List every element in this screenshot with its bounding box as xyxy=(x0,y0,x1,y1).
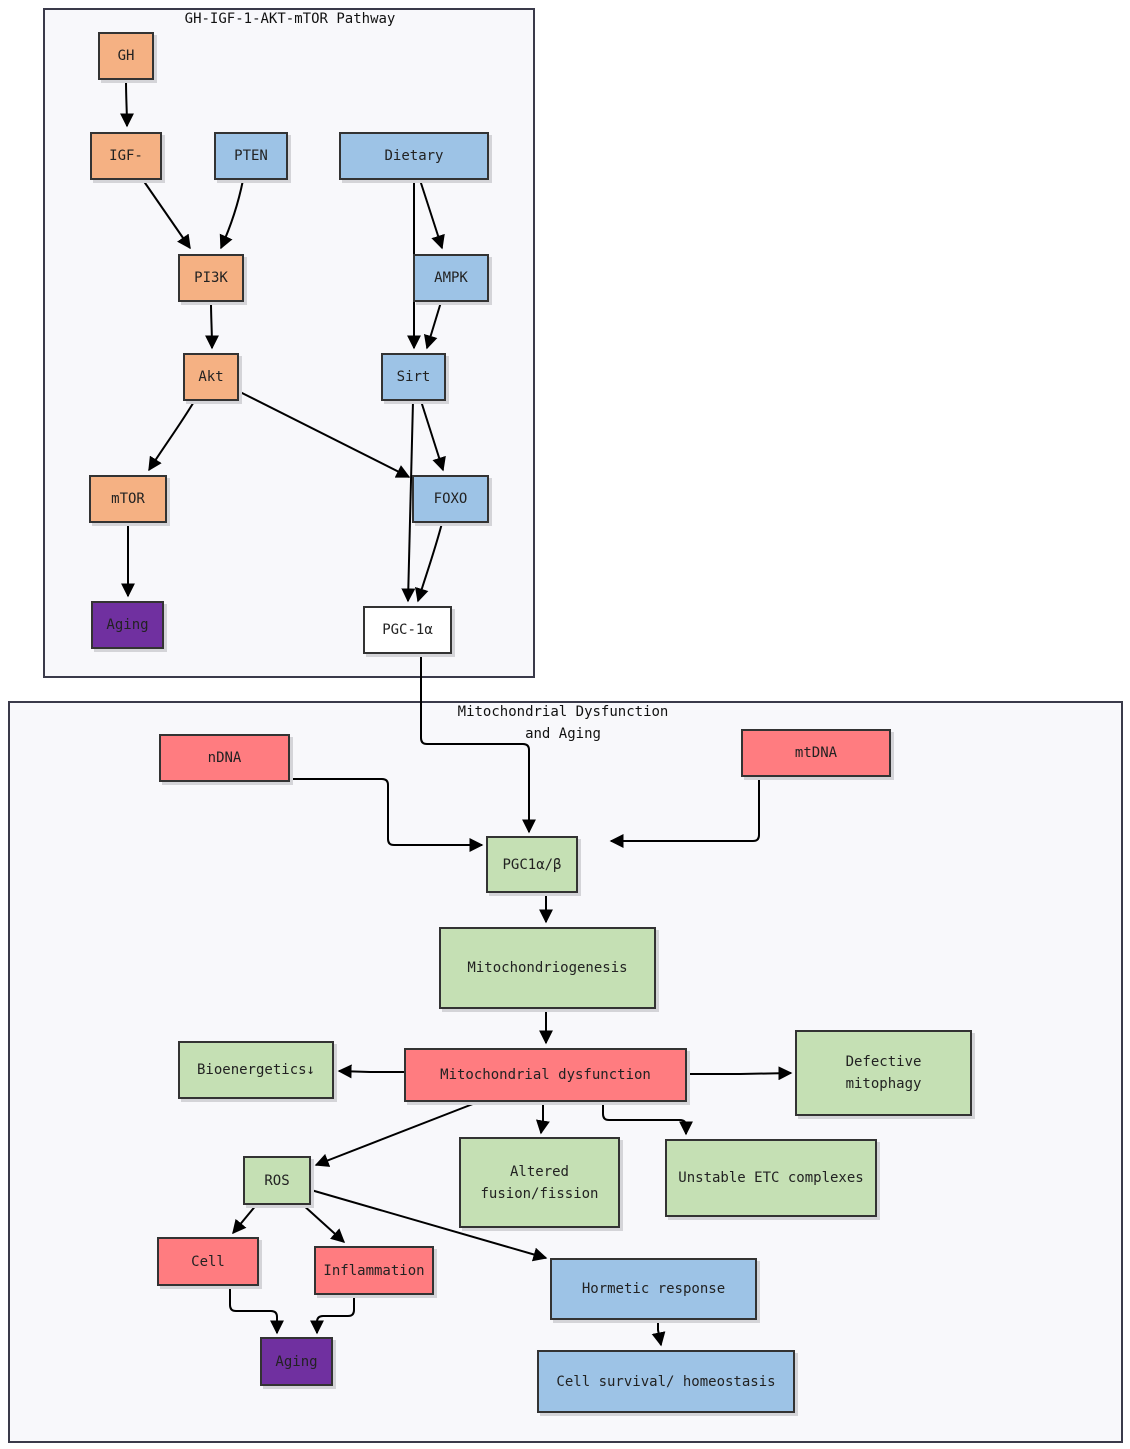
node-hormetic-response[interactable]: Hormetic response xyxy=(550,1258,757,1320)
edge-akt-mtor xyxy=(148,399,196,472)
node-cell[interactable]: Cell xyxy=(157,1237,259,1286)
cluster-title-top: GH-IGF-1-AKT-mTOR Pathway xyxy=(184,11,396,27)
node-altered-fusion-fission[interactable]: Altered fusion/fission xyxy=(459,1137,620,1228)
node-gh[interactable]: GH xyxy=(98,32,154,80)
node-pi3k[interactable]: PI3K xyxy=(178,254,244,302)
node-pgc1a[interactable]: PGC-1α xyxy=(363,606,452,654)
edge-ros-cell xyxy=(232,1203,258,1235)
edge-foxo-pgc1a xyxy=(415,522,443,603)
edge-ros-inflammation xyxy=(301,1203,346,1243)
cluster-title-bottom: Mitochondrial Dysfunction and Aging xyxy=(457,704,669,742)
node-foxo[interactable]: FOXO xyxy=(412,475,489,523)
edge-inflammation-aging xyxy=(310,1295,355,1335)
node-mitochondrial-dysfunction[interactable]: Mitochondrial dysfunction xyxy=(404,1048,687,1102)
node-akt[interactable]: Akt xyxy=(183,353,239,401)
node-sirt[interactable]: Sirt xyxy=(381,353,446,401)
edge-mtdna-pgc1ab xyxy=(609,777,760,848)
edge-cell-aging xyxy=(229,1286,284,1335)
edge-ampk-sirt xyxy=(423,301,442,350)
node-defective-mitophagy[interactable]: Defective mitophagy xyxy=(795,1030,972,1116)
node-ampk[interactable]: AMPK xyxy=(413,254,489,302)
edge-pgc1a-pgc1ab xyxy=(420,654,536,834)
edge-dysfunction-ros xyxy=(314,1101,479,1167)
node-inflammation[interactable]: Inflammation xyxy=(314,1246,434,1295)
node-mtor[interactable]: mTOR xyxy=(89,475,167,523)
edge-hormetic-survival xyxy=(651,1320,666,1347)
node-pgc1ab[interactable]: PGC1α/β xyxy=(486,836,578,893)
edge-dysfunction-bioenergetics xyxy=(337,1064,405,1079)
node-ndna[interactable]: nDNA xyxy=(159,734,290,782)
edge-sirt-pgc1a xyxy=(401,400,416,603)
edge-dietary-ampk xyxy=(419,179,445,250)
node-bioenergetics[interactable]: Bioenergetics↓ xyxy=(178,1041,334,1099)
node-aging-top[interactable]: Aging xyxy=(91,601,164,649)
node-dietary[interactable]: Dietary xyxy=(339,132,489,180)
edge-pten-pi3k xyxy=(219,179,244,250)
node-igf[interactable]: IGF- xyxy=(90,132,162,180)
node-mitochondriogenesis[interactable]: Mitochondriogenesis xyxy=(439,927,656,1009)
node-mtdna[interactable]: mtDNA xyxy=(741,729,891,777)
edge-dysfunction-fusion xyxy=(535,1102,550,1135)
edge-dysfunction-etc xyxy=(602,1102,693,1136)
node-unstable-etc[interactable]: Unstable ETC complexes xyxy=(665,1139,877,1217)
edge-ndna-pgc1ab xyxy=(289,778,484,852)
node-pten[interactable]: PTEN xyxy=(214,132,288,180)
edge-pi3k-akt xyxy=(204,301,219,350)
edge-sirt-foxo xyxy=(420,400,446,472)
edge-akt-foxo xyxy=(237,390,411,478)
node-ros[interactable]: ROS xyxy=(243,1156,311,1205)
edge-igf-pi3k xyxy=(142,179,191,250)
node-cell-survival[interactable]: Cell survival/ homeostasis xyxy=(537,1350,795,1413)
node-aging-bottom[interactable]: Aging xyxy=(260,1337,333,1386)
edge-dysfunction-mitophagy xyxy=(686,1066,793,1081)
edge-gh-igf xyxy=(119,79,134,128)
edge-ros-hormetic xyxy=(310,1189,548,1262)
